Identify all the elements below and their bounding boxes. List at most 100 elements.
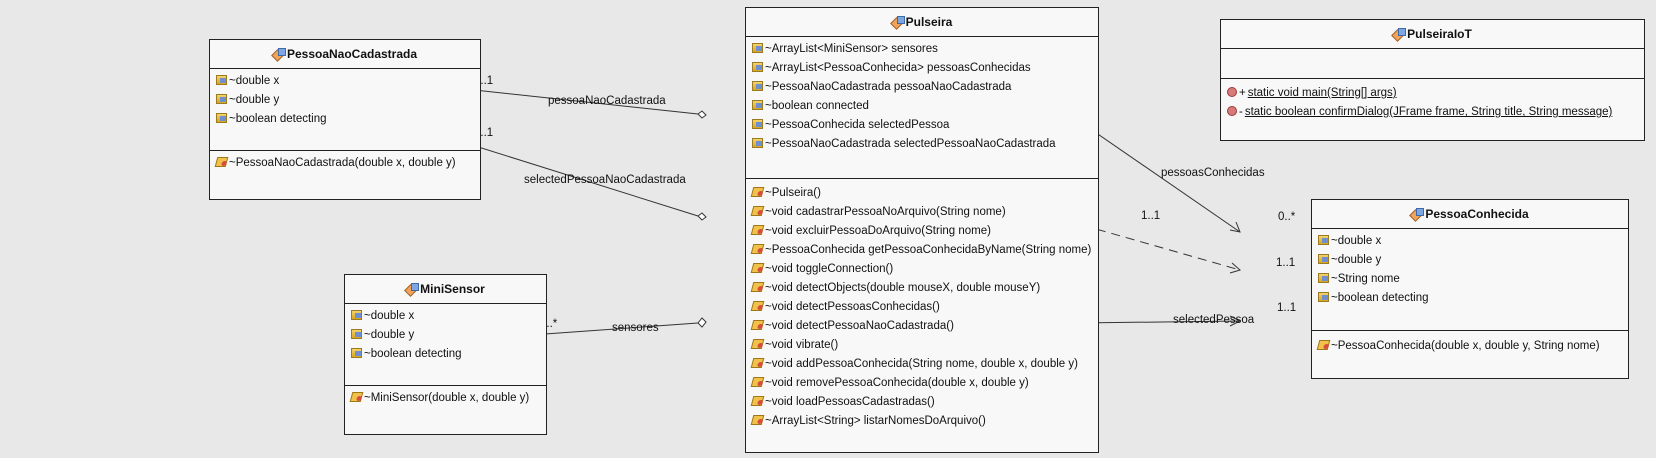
method-icon bbox=[750, 320, 765, 330]
field-icon bbox=[216, 113, 227, 123]
method-icon bbox=[750, 377, 765, 387]
attribute-row: ~PessoaConhecida selectedPessoa bbox=[752, 116, 1098, 135]
assoc-selectedPessoaNaoCadastrada-line bbox=[455, 139, 699, 217]
attribute-row: ~double x bbox=[351, 307, 546, 326]
attributes-section bbox=[1221, 49, 1644, 79]
role-selectedPessoaNaoCadastrada: selectedPessoaNaoCadastrada bbox=[524, 174, 686, 186]
operation-row: ~MiniSensor(double x, double y) bbox=[349, 389, 546, 408]
role-pessoasConhecidas: pessoasConhecidas bbox=[1161, 167, 1265, 179]
method-icon bbox=[750, 263, 765, 273]
assoc-sensores-line bbox=[516, 322, 699, 337]
operation-row: ~PessoaNaoCadastrada(double x, double y) bbox=[214, 154, 480, 173]
assoc-selectedPessoa-line bbox=[1077, 320, 1241, 324]
method-icon bbox=[750, 396, 765, 406]
method-icon bbox=[750, 339, 765, 349]
role-pessoaNaoCadastrada: pessoaNaoCadastrada bbox=[548, 95, 666, 107]
class-icon bbox=[406, 283, 420, 294]
field-icon bbox=[752, 43, 763, 53]
operation-row: ~void excluirPessoaDoArquivo(String nome… bbox=[750, 222, 1098, 241]
class-title: MiniSensor bbox=[345, 275, 546, 304]
class-pulseira[interactable]: Pulseira ~ArrayList<MiniSensor> sensores… bbox=[745, 7, 1099, 453]
attribute-row: ~PessoaNaoCadastrada selectedPessoaNaoCa… bbox=[752, 135, 1098, 154]
operation-row: ~PessoaConhecida getPessoaConhecidaByNam… bbox=[750, 241, 1098, 260]
mult-pessoasConhecidas: 0..* bbox=[1278, 211, 1296, 223]
attribute-row: ~boolean detecting bbox=[351, 345, 546, 364]
method-icon bbox=[750, 206, 765, 216]
class-pessoa-conhecida[interactable]: PessoaConhecida ~double x ~double y ~Str… bbox=[1311, 199, 1629, 379]
attributes-section: ~double x ~double y ~String nome ~boolea… bbox=[1312, 229, 1628, 331]
field-icon bbox=[216, 75, 227, 85]
operation-row: ~void vibrate() bbox=[750, 336, 1098, 355]
operations-section: ~PessoaNaoCadastrada(double x, double y) bbox=[210, 151, 480, 173]
arrowhead-selectedPessoa bbox=[1229, 315, 1242, 327]
class-icon bbox=[1411, 208, 1425, 219]
diamond-sensores bbox=[697, 317, 707, 328]
field-icon bbox=[1318, 273, 1329, 283]
attribute-row: ~String nome bbox=[1318, 270, 1628, 289]
operation-row: ~void toggleConnection() bbox=[750, 260, 1098, 279]
role-sensores: sensores bbox=[612, 322, 659, 334]
operation-row: ~void loadPessoasCadastradas() bbox=[750, 393, 1098, 412]
operation-row: +static void main(String[] args) bbox=[1227, 84, 1644, 103]
attribute-row: ~double x bbox=[1318, 232, 1628, 251]
diamond-selectedPessoaNaoCadastrada bbox=[697, 212, 707, 221]
class-mini-sensor[interactable]: MiniSensor ~double x ~double y ~boolean … bbox=[344, 274, 547, 435]
method-icon bbox=[750, 225, 765, 235]
attributes-section: ~double x ~double y ~boolean detecting bbox=[210, 69, 480, 151]
class-icon bbox=[892, 16, 905, 27]
class-icon bbox=[1393, 28, 1407, 39]
class-pessoa-nao-cadastrada[interactable]: PessoaNaoCadastrada ~double x ~double y … bbox=[209, 39, 481, 200]
attribute-row: ~boolean connected bbox=[752, 97, 1098, 116]
class-title: Pulseira bbox=[746, 8, 1098, 37]
mult-selectedPessoa: 1..1 bbox=[1277, 302, 1297, 314]
assoc-pessoaNaoCadastrada-line bbox=[455, 87, 699, 115]
field-icon bbox=[752, 138, 763, 148]
attribute-row: ~double y bbox=[216, 91, 480, 110]
method-icon bbox=[1316, 340, 1331, 350]
field-icon bbox=[752, 81, 763, 91]
method-icon bbox=[349, 392, 364, 402]
attribute-row: ~PessoaNaoCadastrada pessoaNaoCadastrada bbox=[752, 78, 1098, 97]
operations-section: ~PessoaConhecida(double x, double y, Str… bbox=[1312, 331, 1628, 356]
method-icon bbox=[750, 187, 765, 197]
field-icon bbox=[351, 310, 362, 320]
arrowhead-pessoasConhecidas bbox=[1229, 221, 1241, 233]
operations-section: +static void main(String[] args) -static… bbox=[1221, 79, 1644, 122]
class-title: PessoaConhecida bbox=[1312, 200, 1628, 229]
field-icon bbox=[1318, 292, 1329, 302]
class-pulseira-iot[interactable]: PulseiraIoT +static void main(String[] a… bbox=[1220, 19, 1645, 141]
operation-row: ~void detectPessoaNaoCadastrada() bbox=[750, 317, 1098, 336]
attribute-row: ~boolean detecting bbox=[1318, 289, 1628, 308]
attribute-row: ~double y bbox=[1318, 251, 1628, 270]
field-icon bbox=[216, 94, 227, 104]
class-title: PessoaNaoCadastrada bbox=[210, 40, 480, 69]
field-icon bbox=[1318, 254, 1329, 264]
method-icon bbox=[750, 301, 765, 311]
field-icon bbox=[752, 100, 763, 110]
mult-dependency-source: 1..1 bbox=[1141, 210, 1161, 222]
operation-row: ~void addPessoaConhecida(String nome, do… bbox=[750, 355, 1098, 374]
role-selectedPessoa: selectedPessoa bbox=[1173, 314, 1255, 326]
method-icon bbox=[750, 358, 765, 368]
diamond-pessoaNaoCadastrada bbox=[697, 110, 707, 119]
method-icon bbox=[750, 415, 765, 425]
operation-row: ~PessoaConhecida(double x, double y, Str… bbox=[1316, 337, 1628, 356]
field-icon bbox=[351, 348, 362, 358]
class-title: PulseiraIoT bbox=[1221, 20, 1644, 49]
attributes-section: ~ArrayList<MiniSensor> sensores ~ArrayLi… bbox=[746, 37, 1098, 179]
assoc-pessoasConhecidas-line bbox=[1075, 118, 1241, 233]
private-static-method-icon bbox=[1227, 106, 1237, 116]
operation-row: -static boolean confirmDialog(JFrame fra… bbox=[1227, 103, 1644, 122]
operation-row: ~void removePessoaConhecida(double x, do… bbox=[750, 374, 1098, 393]
class-icon bbox=[273, 48, 286, 59]
attribute-row: ~boolean detecting bbox=[216, 110, 480, 129]
attribute-row: ~double y bbox=[351, 326, 546, 345]
operation-row: ~void cadastrarPessoaNoArquivo(String no… bbox=[750, 203, 1098, 222]
operations-section: ~Pulseira() ~void cadastrarPessoaNoArqui… bbox=[746, 179, 1098, 431]
attribute-row: ~ArrayList<PessoaConhecida> pessoasConhe… bbox=[752, 59, 1098, 78]
attributes-section: ~double x ~double y ~boolean detecting bbox=[345, 304, 546, 386]
field-icon bbox=[351, 329, 362, 339]
method-icon bbox=[750, 282, 765, 292]
mult-dependency-target: 1..1 bbox=[1276, 257, 1296, 269]
field-icon bbox=[1318, 235, 1329, 245]
